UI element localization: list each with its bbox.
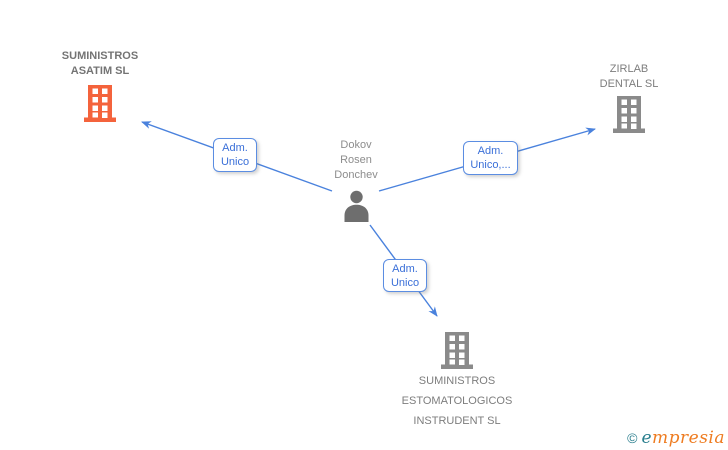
- company-node-asatim[interactable]: SUMINISTROS ASATIM SL: [15, 49, 185, 122]
- company-name-line: DENTAL SL: [599, 78, 659, 90]
- brand-rest: mpresia: [652, 428, 725, 448]
- edge-label-line: Unico,...: [470, 159, 511, 171]
- company-name-line: SUMINISTROS: [418, 375, 496, 387]
- edge-label-adm-unico-instrudent[interactable]: Adm. Unico: [383, 259, 427, 292]
- building-icon: [613, 96, 645, 133]
- person-node-dokov-rosen-donchev[interactable]: Dokov Rosen Donchev: [271, 138, 441, 222]
- edge-label-adm-unico-zirlab[interactable]: Adm. Unico,...: [463, 141, 518, 175]
- company-node-instrudent[interactable]: SUMINISTROS ESTOMATOLOGICOS INSTRUDENT S…: [372, 332, 542, 429]
- building-icon: [84, 85, 116, 122]
- edge-label-line: Adm.: [477, 145, 504, 157]
- edge-label-line: Unico: [390, 276, 420, 289]
- edge-label-adm-unico-asatim[interactable]: Adm. Unico: [213, 138, 257, 172]
- building-icon: [441, 332, 473, 369]
- person-name-line: Donchev: [334, 169, 378, 181]
- company-name-line: INSTRUDENT SL: [413, 415, 501, 427]
- edge-label-line: Unico: [220, 156, 250, 168]
- brand-wordmark: empresia: [641, 428, 725, 448]
- person-icon: [343, 190, 370, 222]
- edge-label-line: Adm.: [222, 142, 248, 154]
- company-node-zirlab[interactable]: ZIRLAB DENTAL SL: [544, 62, 714, 133]
- company-name-line: ASATIM SL: [70, 65, 130, 77]
- person-name-line: Dokov: [340, 139, 372, 151]
- empresia-logo[interactable]: © empresia: [627, 428, 725, 448]
- brand-initial: e: [641, 428, 652, 448]
- person-name-line: Rosen: [340, 154, 372, 166]
- company-name-line: ESTOMATOLOGICOS: [401, 395, 513, 407]
- company-name-line: ZIRLAB: [609, 63, 649, 75]
- copyright-icon: ©: [627, 430, 638, 446]
- company-name-line: SUMINISTROS: [61, 50, 139, 62]
- edge-label-line: Adm.: [392, 262, 418, 275]
